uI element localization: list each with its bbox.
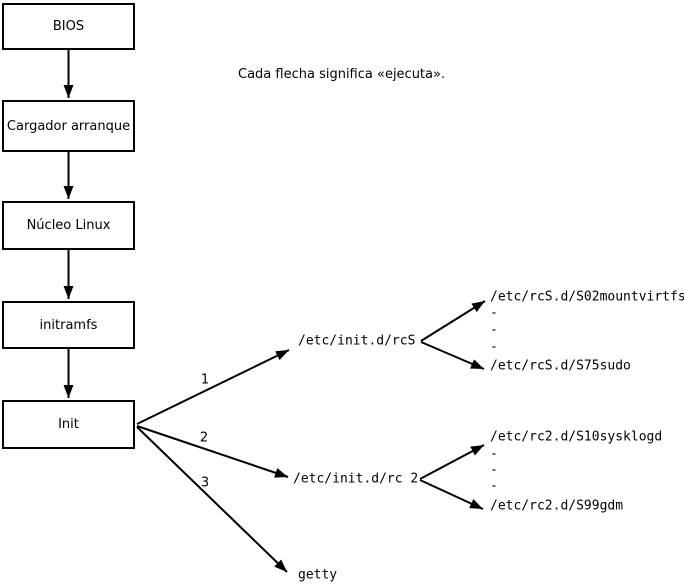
ellipsis-dash: - <box>490 478 498 494</box>
box-init: Init <box>2 400 135 449</box>
label-etc-init-d-rcs: /etc/init.d/rcS <box>298 333 416 349</box>
arrow-rcs-to-s75sudo <box>420 341 485 370</box>
arrow-init-to-rc2 <box>136 425 289 478</box>
box-bootloader-label: Cargador arranque <box>6 118 131 134</box>
box-linux-kernel-label: Núcleo Linux <box>26 218 111 233</box>
box-bios-label: BIOS <box>52 19 85 34</box>
label-rc2-s99gdm: /etc/rc2.d/S99gdm <box>490 498 624 514</box>
arrow-init-to-rcs <box>136 349 290 425</box>
arrow-number-3: 3 <box>200 475 210 491</box>
arrow-init-to-getty <box>136 426 288 573</box>
label-rcs-s75sudo: /etc/rcS.d/S75sudo <box>490 358 631 374</box>
arrow-rc2-to-s10sysklogd <box>419 444 485 480</box>
diagram-note: Cada flecha significa «ejecuta». <box>238 67 446 82</box>
box-bootloader: Cargador arranque <box>2 100 135 152</box>
box-bios: BIOS <box>2 3 135 50</box>
arrow-number-2: 2 <box>199 430 209 446</box>
label-etc-init-d-rc2: /etc/init.d/rc 2 <box>293 471 419 487</box>
arrow-rcs-to-s02mountvirtfs <box>420 300 486 342</box>
label-rc2-s10sysklogd: /etc/rc2.d/S10sysklogd <box>490 429 663 445</box>
arrow-number-1: 1 <box>200 372 210 388</box>
ellipsis-dash: - <box>490 339 498 355</box>
ellipsis-dash: - <box>490 305 498 321</box>
box-init-label: Init <box>58 417 79 432</box>
ellipsis-dash: - <box>490 322 498 338</box>
label-rcs-s02mountvirtfs: /etc/rcS.d/S02mountvirtfs <box>490 289 684 305</box>
ellipsis-dash: - <box>490 446 498 462</box>
label-getty: getty <box>298 567 338 583</box>
box-initramfs-label: initramfs <box>39 317 98 333</box>
box-initramfs: initramfs <box>2 301 135 349</box>
ellipsis-dash: - <box>490 462 498 478</box>
box-linux-kernel: Núcleo Linux <box>2 201 135 250</box>
arrow-rc2-to-s99gdm <box>419 479 484 510</box>
